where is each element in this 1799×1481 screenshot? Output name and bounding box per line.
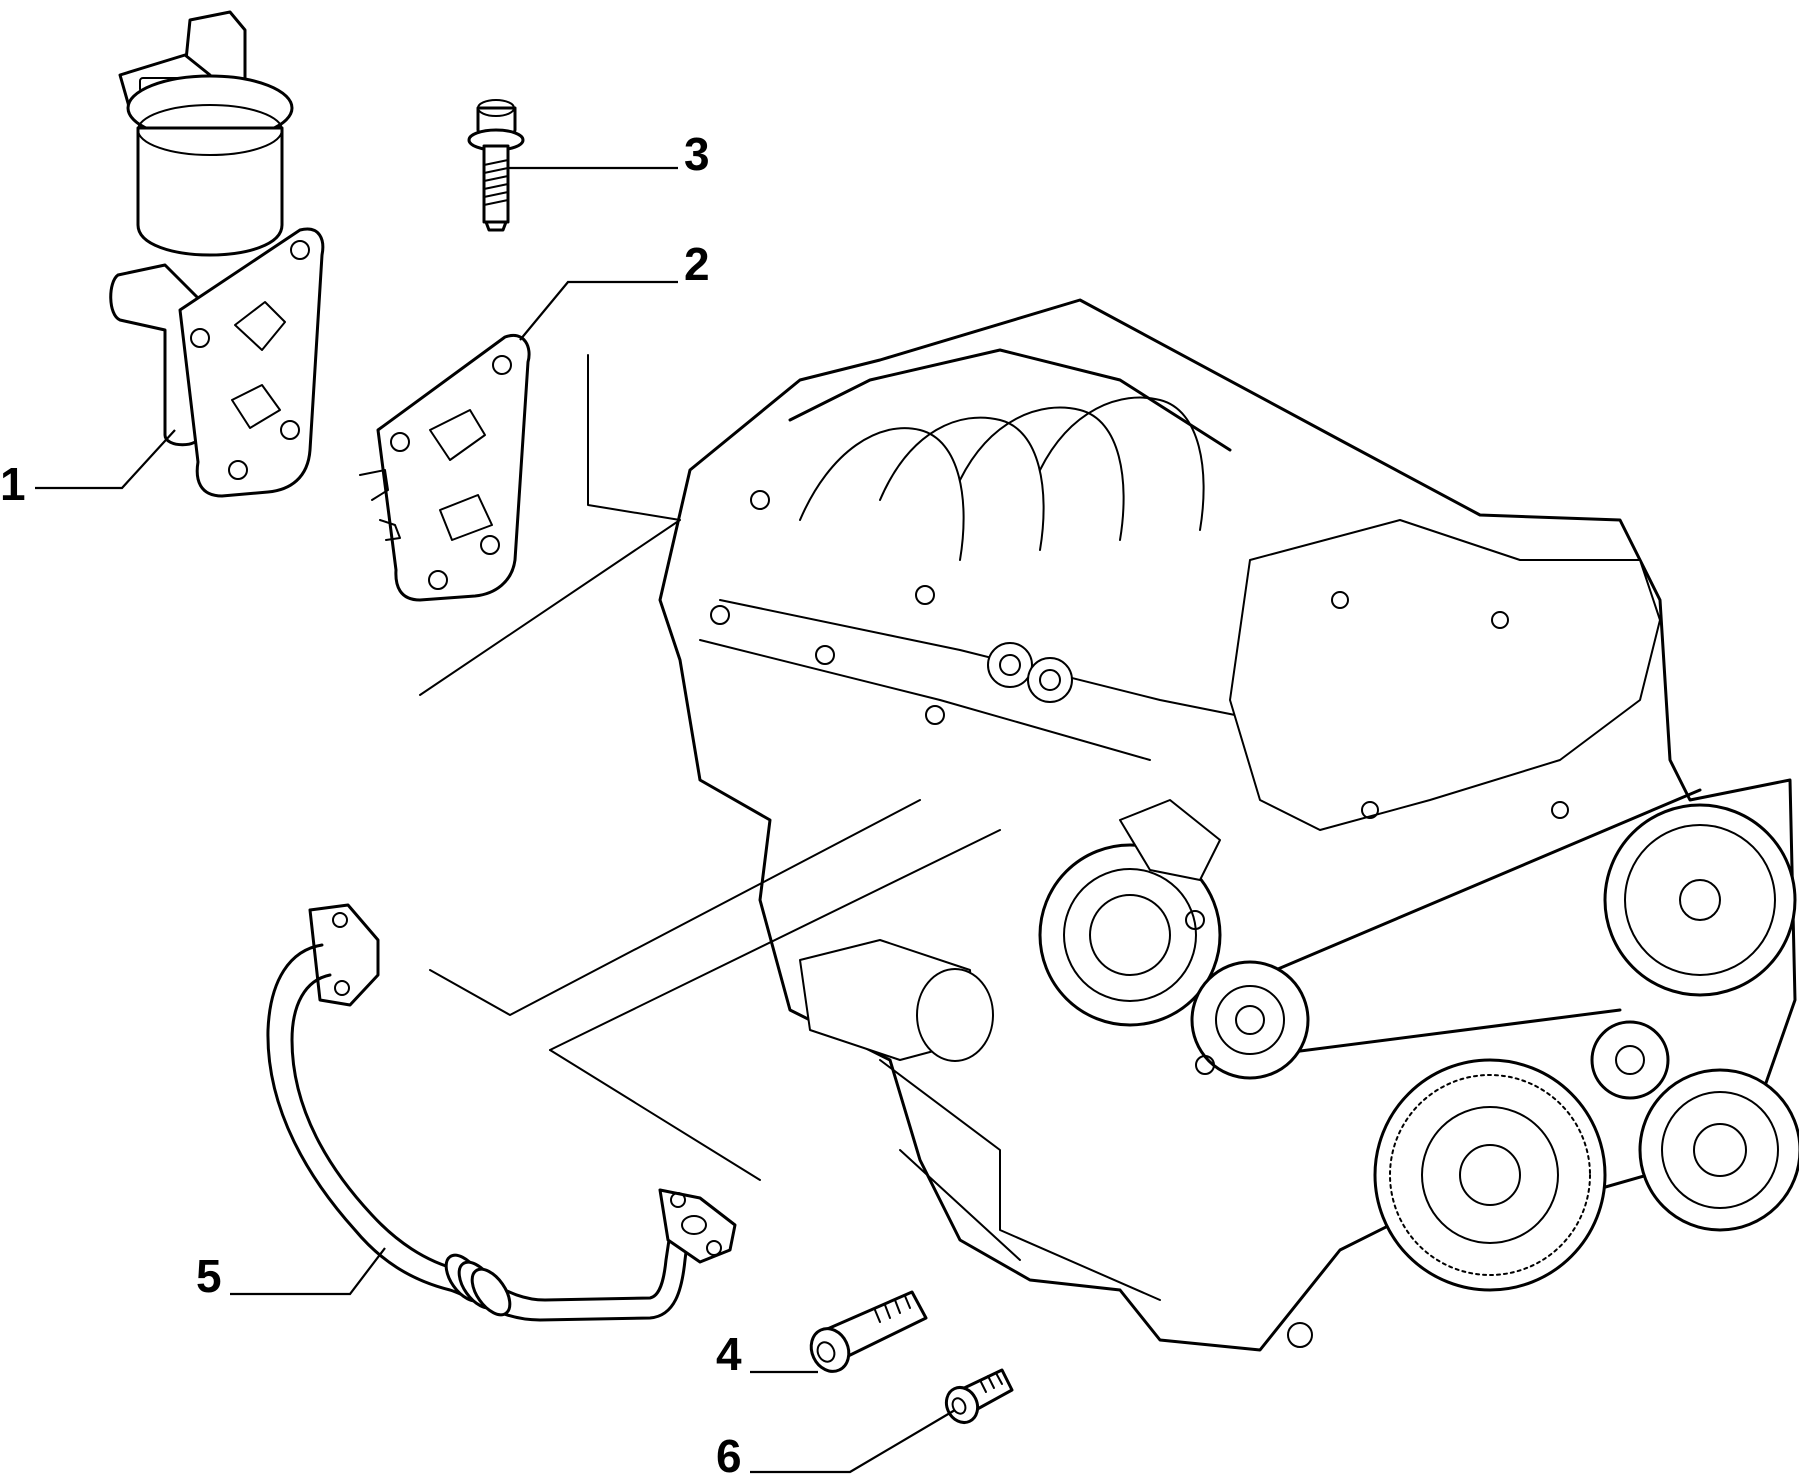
callout-numbers: 1 2 3 4 5 6 xyxy=(0,128,742,1481)
engine-assembly xyxy=(419,298,1799,1352)
leader-lines xyxy=(35,166,956,1474)
callout-6: 6 xyxy=(716,1430,742,1481)
flanged-bolt xyxy=(467,99,525,232)
callout-3: 3 xyxy=(684,128,710,180)
egr-valve xyxy=(109,10,325,498)
egr-gasket xyxy=(359,333,531,602)
callout-5: 5 xyxy=(196,1250,222,1302)
short-bolt xyxy=(944,1368,1014,1425)
egr-pipe xyxy=(266,903,737,1322)
leader-line-6 xyxy=(750,1409,956,1474)
leader-line-1 xyxy=(35,429,176,490)
callout-2: 2 xyxy=(684,238,710,290)
socket-head-bolt xyxy=(809,1290,928,1373)
callout-1: 1 xyxy=(0,458,26,510)
callout-4: 4 xyxy=(716,1328,742,1380)
leader-line-5 xyxy=(230,1247,386,1296)
leader-line-2 xyxy=(519,280,678,341)
